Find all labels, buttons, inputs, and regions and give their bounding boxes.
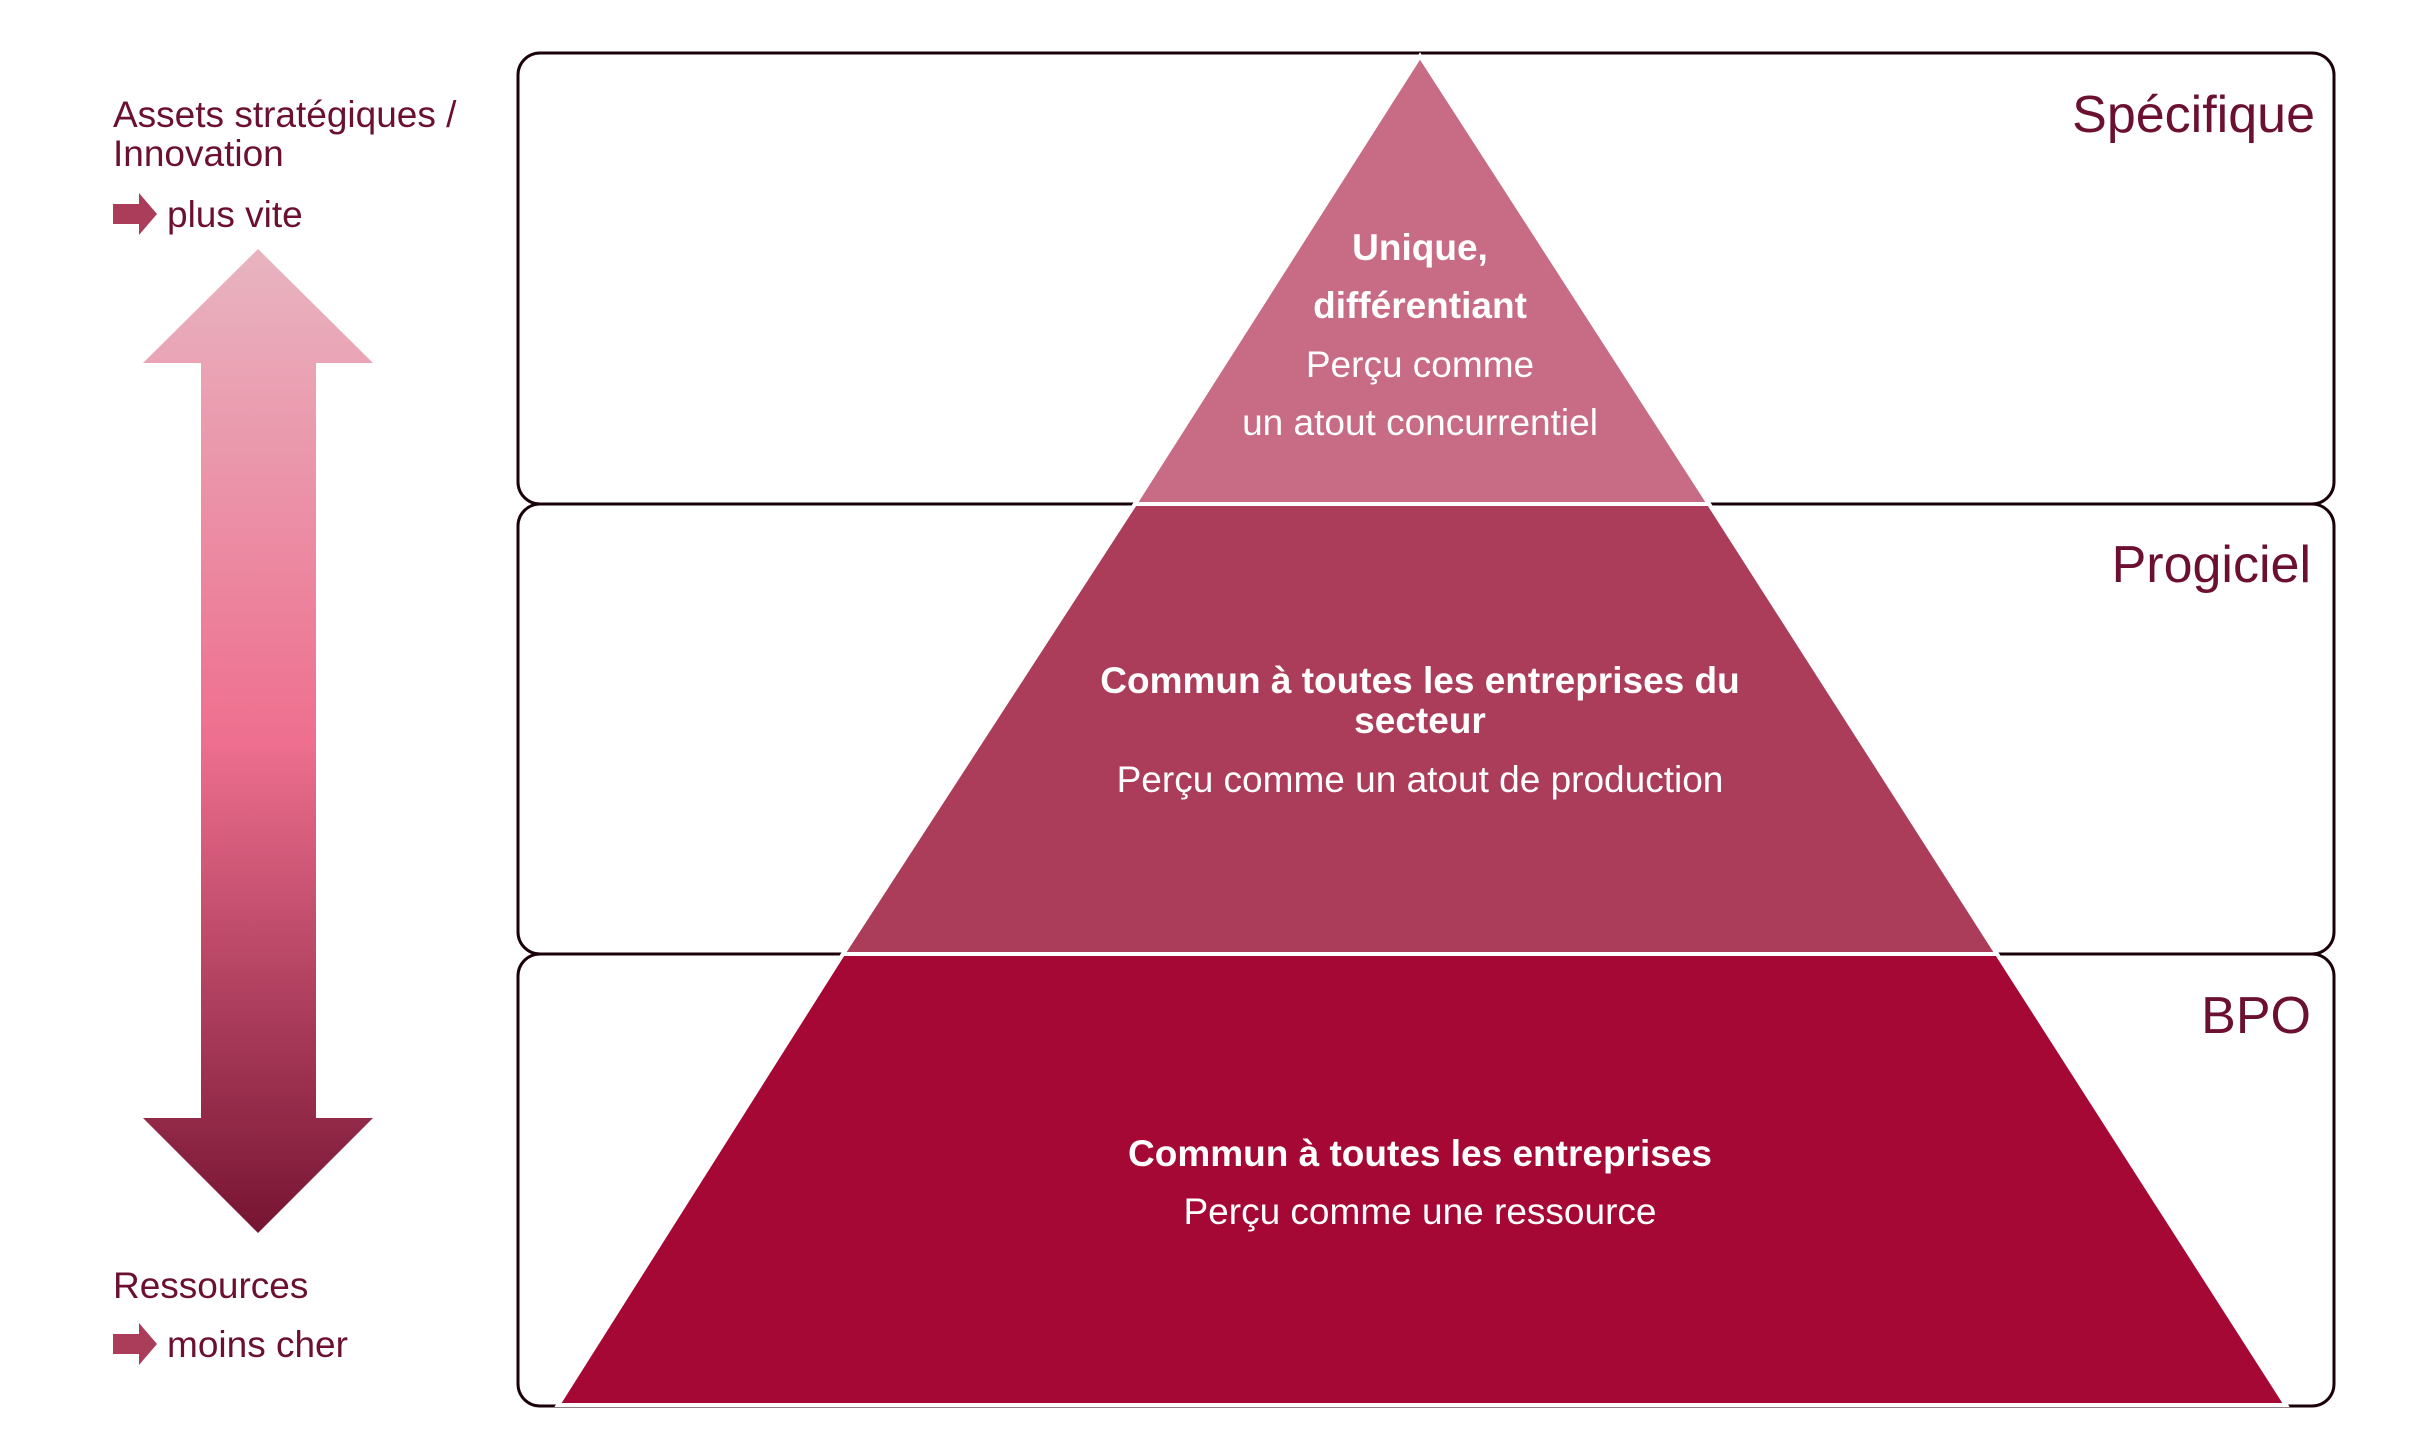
tier-label-specifique: Spécifique [2072,86,2315,144]
middle-tier-bold-2: secteur [1354,700,1486,741]
tier-label-progiciel: Progiciel [2112,536,2311,594]
right-arrow-icon [113,193,157,235]
top-axis-label-1: Assets stratégiques / [113,94,457,135]
tier-label-bpo: BPO [2201,987,2311,1045]
bottom-tier-bold-1: Commun à toutes les entreprises [1128,1133,1712,1174]
top-tier-bold-1: Unique, [1352,227,1488,268]
pyramid-tier-bottom [554,952,2290,1407]
top-arrow-text: plus vite [167,194,303,235]
double-vertical-arrow-icon [143,249,373,1233]
top-tier-bold-2: différentiant [1313,285,1527,326]
top-axis-label-2: Innovation [113,133,284,174]
bottom-arrow-text: moins cher [167,1324,348,1365]
top-tier-text-2: un atout concurrentiel [1242,402,1598,443]
top-tier-text-1: Perçu comme [1306,344,1534,385]
bottom-axis-label: Ressources [113,1265,308,1306]
right-arrow-icon [113,1323,157,1365]
middle-tier-bold-1: Commun à toutes les entreprises du [1100,660,1739,701]
middle-tier-text-1: Perçu comme un atout de production [1117,759,1724,800]
bottom-tier-text-1: Perçu comme une ressource [1184,1191,1657,1232]
